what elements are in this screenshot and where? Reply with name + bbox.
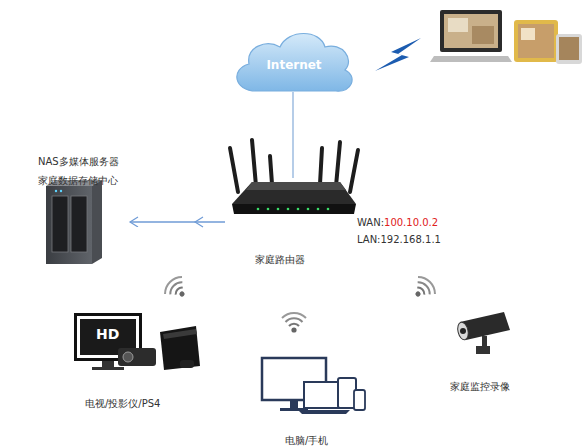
cloud-node: Internet xyxy=(240,32,348,92)
router-illustration xyxy=(230,140,358,214)
address-value: 100.10.0.2 xyxy=(384,217,438,228)
node-label: 家庭监控录像 xyxy=(450,381,510,392)
text-row: NAS多媒体服务器 家庭数据存储中心 xyxy=(38,150,130,188)
wifi-symbol xyxy=(408,274,439,305)
device-node: 家庭监控录像 xyxy=(440,310,540,398)
wifi-symbol xyxy=(162,274,193,305)
internet-cloud xyxy=(237,34,352,92)
screen-badge: HD xyxy=(96,326,119,342)
text-row: 家庭监控录像 xyxy=(450,375,510,394)
storage-node: NAS多媒体服务器 家庭数据存储中心 xyxy=(38,150,130,268)
node-label: NAS多媒体服务器 家庭数据存储中心 xyxy=(38,156,119,186)
text-row: WAN:100.10.0.2 xyxy=(357,211,438,230)
node-label: 电视/投影仪/PS4 xyxy=(85,398,160,409)
text-row: 家庭路由器 xyxy=(255,248,305,267)
router-node: WAN:100.10.0.2LAN:192.168.1.1 家庭路由器 xyxy=(225,178,445,266)
text-row: Internet xyxy=(240,54,348,73)
remote-devices xyxy=(430,10,582,64)
link-line xyxy=(292,92,293,178)
node-label: 电脑/手机 xyxy=(285,435,328,446)
tv-illustration xyxy=(74,313,200,370)
camera-illustration xyxy=(456,312,510,354)
address-label: WAN: xyxy=(357,217,384,228)
wifi-symbol xyxy=(282,313,306,333)
address-label: LAN:192.168.1.1 xyxy=(357,234,441,245)
device-node: 电视/投影仪/PS4 xyxy=(65,310,215,410)
flow-chevron xyxy=(195,217,203,227)
nas-illustration xyxy=(46,180,102,264)
node-label: 家庭路由器 xyxy=(255,254,305,265)
device-node: 电脑/手机 xyxy=(250,352,370,446)
cloud-label: Internet xyxy=(266,58,321,72)
text-row: 电视/投影仪/PS4 xyxy=(85,392,160,411)
wireless-bolt xyxy=(375,38,421,71)
text-row: LAN:192.168.1.1 xyxy=(357,228,441,247)
link-line xyxy=(130,221,225,222)
text-row: 电脑/手机 xyxy=(285,429,328,446)
computer-illustration xyxy=(262,358,365,414)
